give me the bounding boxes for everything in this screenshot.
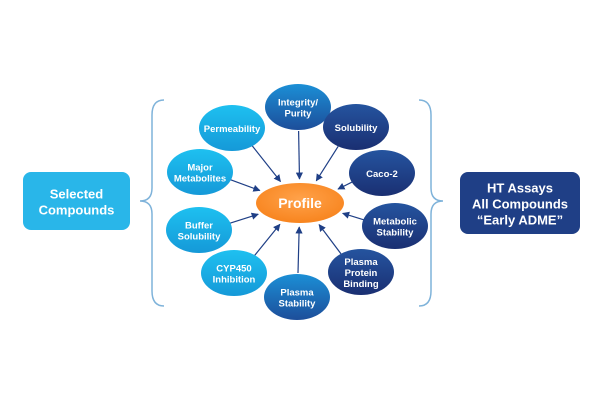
- arrow-integrity-purity: [295, 130, 303, 180]
- node-permeability-label-line: Permeability: [204, 124, 261, 135]
- selected-compounds-box-bg: [23, 172, 130, 230]
- right-bracket: [418, 99, 444, 307]
- node-integrity-purity-label-line: Integrity/: [278, 97, 318, 108]
- node-caco-2-ellipse: [349, 150, 415, 196]
- arrow-caco-2: [337, 180, 355, 190]
- arrow-metabolic-stability: [342, 211, 366, 221]
- ht-assays-label-line: HT Assays: [487, 181, 553, 196]
- node-plasma-stability-ellipse: [264, 274, 330, 320]
- assay-nodes: Integrity/PuritySolubilityCaco-2Metaboli…: [166, 84, 428, 320]
- node-caco-2: Caco-2: [349, 150, 415, 196]
- node-plasma-protein-binding-label-line: Binding: [343, 279, 379, 290]
- node-plasma-stability-label-line: Stability: [279, 298, 317, 309]
- arrow-solubility: [315, 145, 339, 182]
- node-plasma-stability-label-line: Plasma: [280, 287, 314, 298]
- selected-compounds-label-line: Compounds: [39, 203, 115, 218]
- node-integrity-purity-label: Integrity/Purity: [278, 97, 318, 119]
- arrow-permeability: [251, 145, 281, 183]
- center-node-ellipse: [256, 183, 344, 223]
- node-integrity-purity-label-line: Purity: [285, 108, 313, 119]
- ht-assays-label-line: “Early ADME”: [477, 213, 563, 228]
- node-metabolic-stability-ellipse: [362, 203, 428, 249]
- node-buffer-solubility-label-line: Buffer: [185, 220, 213, 231]
- node-integrity-purity-ellipse: [265, 84, 331, 130]
- node-permeability: Permeability: [199, 105, 265, 151]
- node-metabolic-stability-label-line: Stability: [377, 227, 415, 238]
- node-plasma-protein-binding-ellipse: [328, 249, 394, 295]
- node-major-metabolites-label-line: Metabolites: [174, 173, 226, 184]
- node-permeability-label: Permeability: [204, 124, 261, 135]
- node-caco-2-label-line: Caco-2: [366, 169, 398, 180]
- arrow-plasma-protein-binding: [318, 224, 342, 255]
- ht-assays-box-bg: [460, 172, 580, 234]
- node-solubility-label-line: Solubility: [335, 123, 378, 134]
- node-plasma-protein-binding-label-line: Plasma: [344, 257, 378, 268]
- left-bracket: [139, 99, 165, 307]
- node-plasma-protein-binding-label-line: Protein: [345, 268, 378, 279]
- arrow-major-metabolites: [228, 178, 261, 192]
- center-node-label: Profile: [278, 195, 322, 211]
- ht-assays-label-line: All Compounds: [472, 197, 568, 212]
- node-solubility-ellipse: [323, 104, 389, 150]
- arrows: [227, 130, 366, 274]
- node-integrity-purity: Integrity/Purity: [265, 84, 331, 130]
- arrow-buffer-solubility: [227, 212, 259, 225]
- node-major-metabolites-ellipse: [167, 149, 233, 195]
- node-buffer-solubility-label-line: Solubility: [178, 231, 221, 242]
- node-permeability-ellipse: [199, 105, 265, 151]
- node-caco-2-label: Caco-2: [366, 169, 398, 180]
- node-buffer-solubility-ellipse: [166, 207, 232, 253]
- arrow-plasma-stability: [295, 226, 303, 274]
- node-solubility-label: Solubility: [335, 123, 378, 134]
- arrow-cyp450-inhibition: [254, 223, 281, 256]
- node-metabolic-stability-label-line: Metabolic: [373, 216, 417, 227]
- center-node: Profile: [256, 183, 344, 223]
- node-cyp450-inhibition-label-line: CYP450: [216, 263, 251, 274]
- node-major-metabolites-label-line: Major: [187, 162, 213, 173]
- node-cyp450-inhibition-label-line: Inhibition: [213, 274, 256, 285]
- node-cyp450-inhibition-ellipse: [201, 250, 267, 296]
- selected-compounds-label-line: Selected: [50, 187, 104, 202]
- node-solubility: Solubility: [323, 104, 389, 150]
